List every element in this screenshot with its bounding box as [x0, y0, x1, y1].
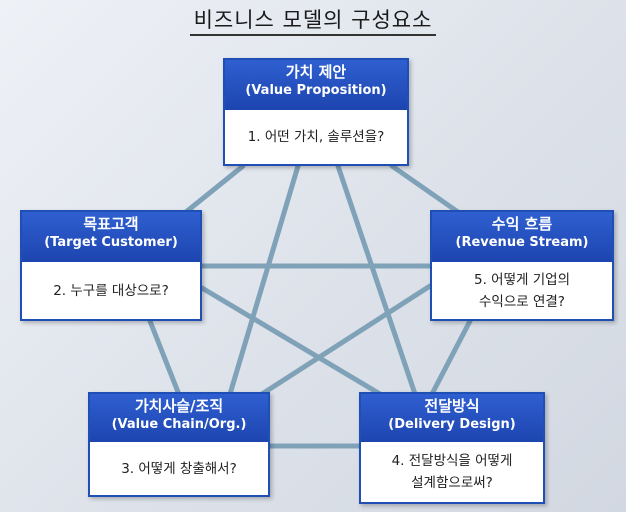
node-value-proposition: 가치 제안 (Value Proposition) 1. 어떤 가치, 솔루션을…	[223, 58, 409, 166]
node-question: 1. 어떤 가치, 솔루션을?	[247, 129, 385, 145]
node-header: 수익 흐름 (Revenue Stream)	[432, 212, 612, 262]
node-question: 4. 전달방식을 어떻게 설계함으로써?	[391, 453, 513, 491]
node-question: 2. 누구를 대상으로?	[53, 282, 169, 299]
edge-bl-left	[147, 318, 181, 395]
node-title-en: (Delivery Design)	[388, 417, 516, 432]
node-delivery-design: 전달방식 (Delivery Design) 4. 전달방식을 어떻게 설계함으…	[359, 392, 545, 504]
node-revenue-stream: 수익 흐름 (Revenue Stream) 5. 어떻게 기업의 수익으로 연…	[430, 210, 614, 321]
diag-top-br	[335, 163, 418, 397]
node-header: 전달방식 (Delivery Design)	[361, 394, 543, 442]
node-title-ko: 전달방식	[424, 397, 480, 415]
diag-right-bl	[259, 283, 433, 397]
node-question: 3. 어떻게 창출해서?	[121, 460, 237, 477]
edge-right-br	[429, 318, 473, 397]
diag-top-bl	[227, 163, 301, 397]
node-title-ko: 수익 흐름	[491, 215, 553, 233]
node-title-ko: 목표고객	[83, 215, 139, 233]
node-header: 목표고객 (Target Customer)	[22, 212, 200, 262]
node-title-en: (Revenue Stream)	[455, 235, 589, 250]
node-target-customer: 목표고객 (Target Customer) 2. 누구를 대상으로?	[20, 210, 202, 321]
node-title-ko: 가치 제안	[285, 63, 347, 81]
node-title-ko: 가치사슬/조직	[134, 397, 224, 415]
edge-top-right	[389, 163, 461, 215]
diagram-title-text: 비즈니스 모델의 구성요소	[189, 8, 437, 36]
node-title-en: (Value Chain/Org.)	[111, 417, 247, 432]
diagram-title: 비즈니스 모델의 구성요소	[0, 4, 626, 36]
node-question: 5. 어떻게 기업의 수익으로 연결?	[474, 271, 570, 310]
diag-left-br	[199, 285, 383, 397]
edge-left-top	[183, 163, 246, 215]
node-title-en: (Target Customer)	[44, 235, 178, 250]
node-header: 가치 제안 (Value Proposition)	[225, 60, 407, 110]
node-value-chain: 가치사슬/조직 (Value Chain/Org.) 3. 어떻게 창출해서?	[88, 392, 270, 497]
node-title-en: (Value Proposition)	[245, 83, 387, 98]
node-header: 가치사슬/조직 (Value Chain/Org.)	[90, 394, 268, 442]
